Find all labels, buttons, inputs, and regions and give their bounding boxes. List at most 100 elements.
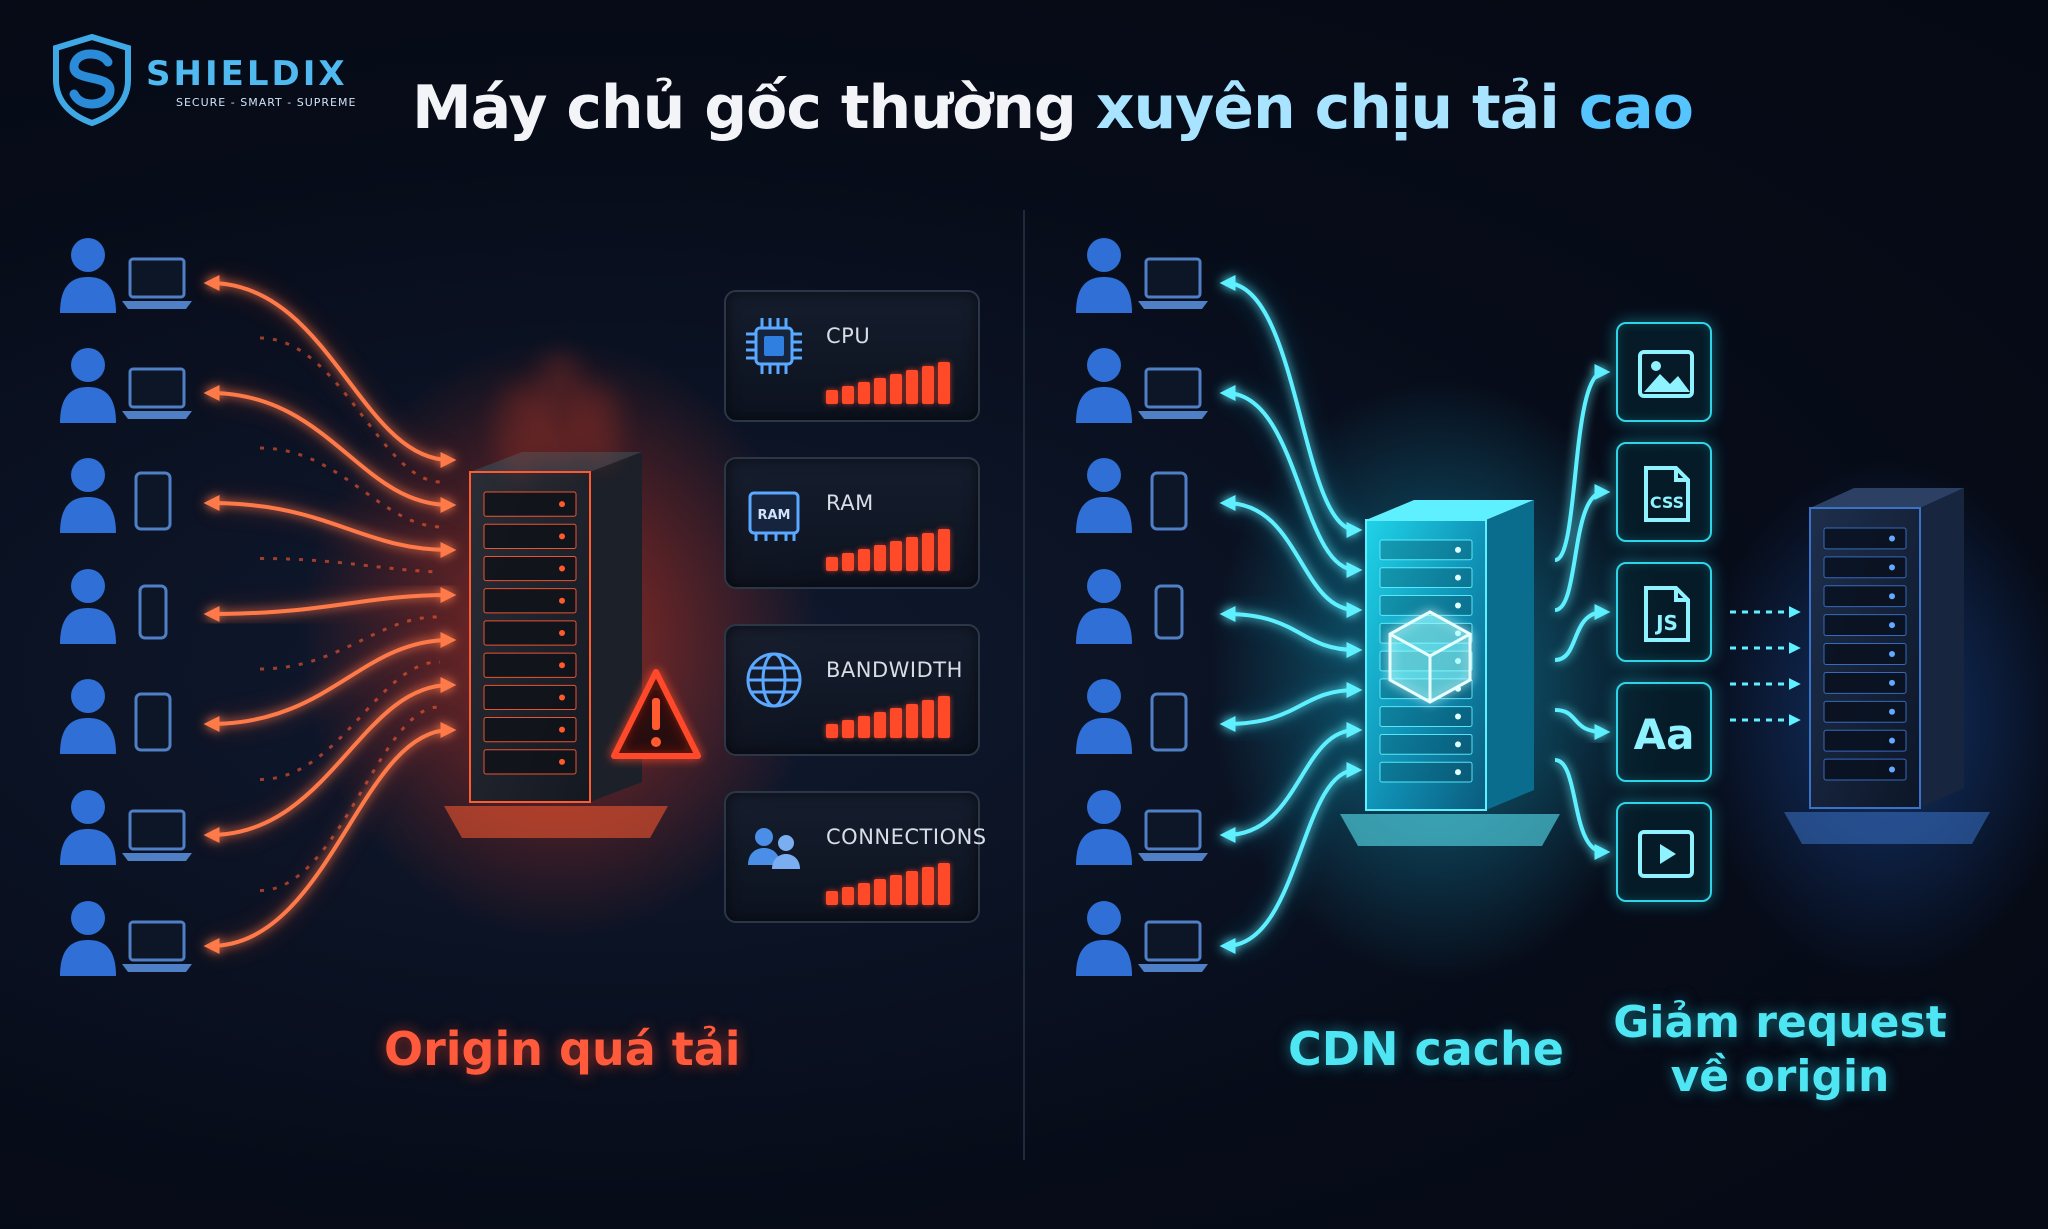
cube-edges	[1389, 632, 1471, 702]
reduce-requests-caption: Giảm request về origin	[1608, 996, 1952, 1104]
cdn-client-laptop-1	[1138, 367, 1208, 419]
load-meter-bar	[922, 533, 934, 571]
person-head	[71, 901, 105, 935]
load-meter-bar	[938, 362, 950, 404]
tower-drive-bay	[483, 749, 577, 775]
laptop-base	[1138, 964, 1208, 972]
origin-client-user-3	[60, 569, 116, 644]
tower-top	[1366, 500, 1534, 520]
tower-status-led	[559, 565, 565, 572]
tower-drive-bay	[1823, 556, 1907, 579]
person-head	[71, 458, 105, 492]
tower-status-led	[1455, 602, 1461, 609]
tower-base-plate	[444, 806, 668, 838]
brand-name: SHIELDIX	[146, 54, 348, 94]
origin-request-trail-0	[259, 336, 441, 484]
person-body	[1076, 387, 1132, 423]
warning-exclamation-bar	[652, 698, 660, 730]
origin-client-laptop-1	[122, 367, 192, 419]
tower-status-led	[559, 758, 565, 765]
overheat-smoke-2	[579, 383, 621, 467]
origin-server	[1784, 488, 1990, 844]
cdn-request-arrow-6	[1219, 762, 1363, 954]
load-meter-bar	[842, 720, 854, 738]
js-file-label: JS	[1654, 611, 1678, 635]
shield-logo-icon	[53, 34, 131, 126]
person-head	[71, 238, 105, 272]
load-meter-bar	[842, 386, 854, 404]
cache-link-arrow-4	[1554, 758, 1611, 860]
person-head	[1087, 790, 1121, 824]
tower-base-plate	[1340, 814, 1560, 846]
person-body	[1076, 497, 1132, 533]
tablet-body	[1150, 692, 1188, 752]
load-meter-bar	[890, 708, 902, 738]
css-file-label: CSS	[1650, 493, 1684, 512]
overloaded-origin-server	[444, 452, 668, 838]
tower-drive-bay	[1823, 585, 1907, 608]
laptop-screen	[128, 920, 186, 962]
tower-side	[590, 452, 642, 802]
tower-status-led	[1889, 535, 1895, 542]
tower-top	[1810, 488, 1964, 508]
cpu-chip-icon	[746, 318, 802, 374]
origin-client-user-2	[60, 458, 116, 533]
tablet-body	[134, 471, 172, 531]
js-file-icon: JS	[1644, 586, 1690, 642]
metric-label-bandwidth: BANDWIDTH	[826, 658, 963, 682]
tower-status-led	[559, 630, 565, 636]
person-head	[1087, 901, 1121, 935]
laptop-base	[122, 964, 192, 972]
person-head	[1087, 458, 1121, 492]
origin-client-laptop-0	[122, 257, 192, 309]
tower-drive-bay	[1379, 539, 1473, 561]
phone-body	[138, 584, 168, 640]
ram-module-icon: RAM	[748, 491, 800, 541]
origin-request-arrow-3	[203, 587, 457, 622]
person-body	[1076, 829, 1132, 865]
person-body	[60, 497, 116, 533]
origin-request-arrow-2	[203, 495, 457, 558]
tower-drive-bay	[1823, 614, 1907, 637]
connections-load-meter	[826, 857, 966, 905]
cdn-client-phone-3	[1154, 584, 1184, 640]
load-meter-bar	[858, 382, 870, 404]
origin-client-user-5	[60, 790, 116, 865]
person-head	[1087, 238, 1121, 272]
cache-link-arrow-1	[1554, 484, 1611, 612]
tower-drive-bay	[483, 684, 577, 711]
tower-drive-bay	[1823, 643, 1907, 665]
tower-drive-bay	[1823, 758, 1907, 781]
load-meter-bar	[938, 529, 950, 571]
laptop-base	[1138, 411, 1208, 419]
tablet-body	[134, 692, 172, 752]
tower-drive-bay	[483, 555, 577, 582]
video-file-icon	[1638, 830, 1694, 878]
origin-request-trail-1	[259, 446, 441, 529]
laptop-screen	[128, 809, 186, 851]
origin-request-trail-2	[259, 557, 441, 574]
origin-client-user-1	[60, 348, 116, 423]
cdn-client-laptop-0	[1138, 257, 1208, 309]
cdn-cube-icon	[1388, 610, 1472, 704]
tower-status-led	[1455, 741, 1461, 748]
tower-drive-bay	[483, 717, 577, 743]
load-meter-bar	[826, 891, 838, 905]
tower-base-plate	[1784, 812, 1990, 844]
tower-status-led	[1455, 574, 1461, 581]
metric-card-bandwidth: BANDWIDTH	[724, 624, 980, 756]
tower-drive-bay	[483, 523, 577, 549]
person-head	[71, 679, 105, 713]
metric-label-cpu: CPU	[826, 324, 871, 348]
laptop-base	[1138, 853, 1208, 861]
laptop-base	[122, 301, 192, 309]
laptop-screen	[128, 367, 186, 409]
load-meter-bar	[874, 378, 886, 404]
cdn-client-laptop-5	[1138, 809, 1208, 861]
tower-drive-bay	[1823, 700, 1907, 723]
person-body	[1076, 608, 1132, 644]
cdn-client-user-5	[1076, 790, 1132, 865]
metric-label-ram: RAM	[826, 491, 874, 515]
tower-status-led	[559, 726, 565, 733]
cached-video-tile	[1616, 802, 1712, 902]
